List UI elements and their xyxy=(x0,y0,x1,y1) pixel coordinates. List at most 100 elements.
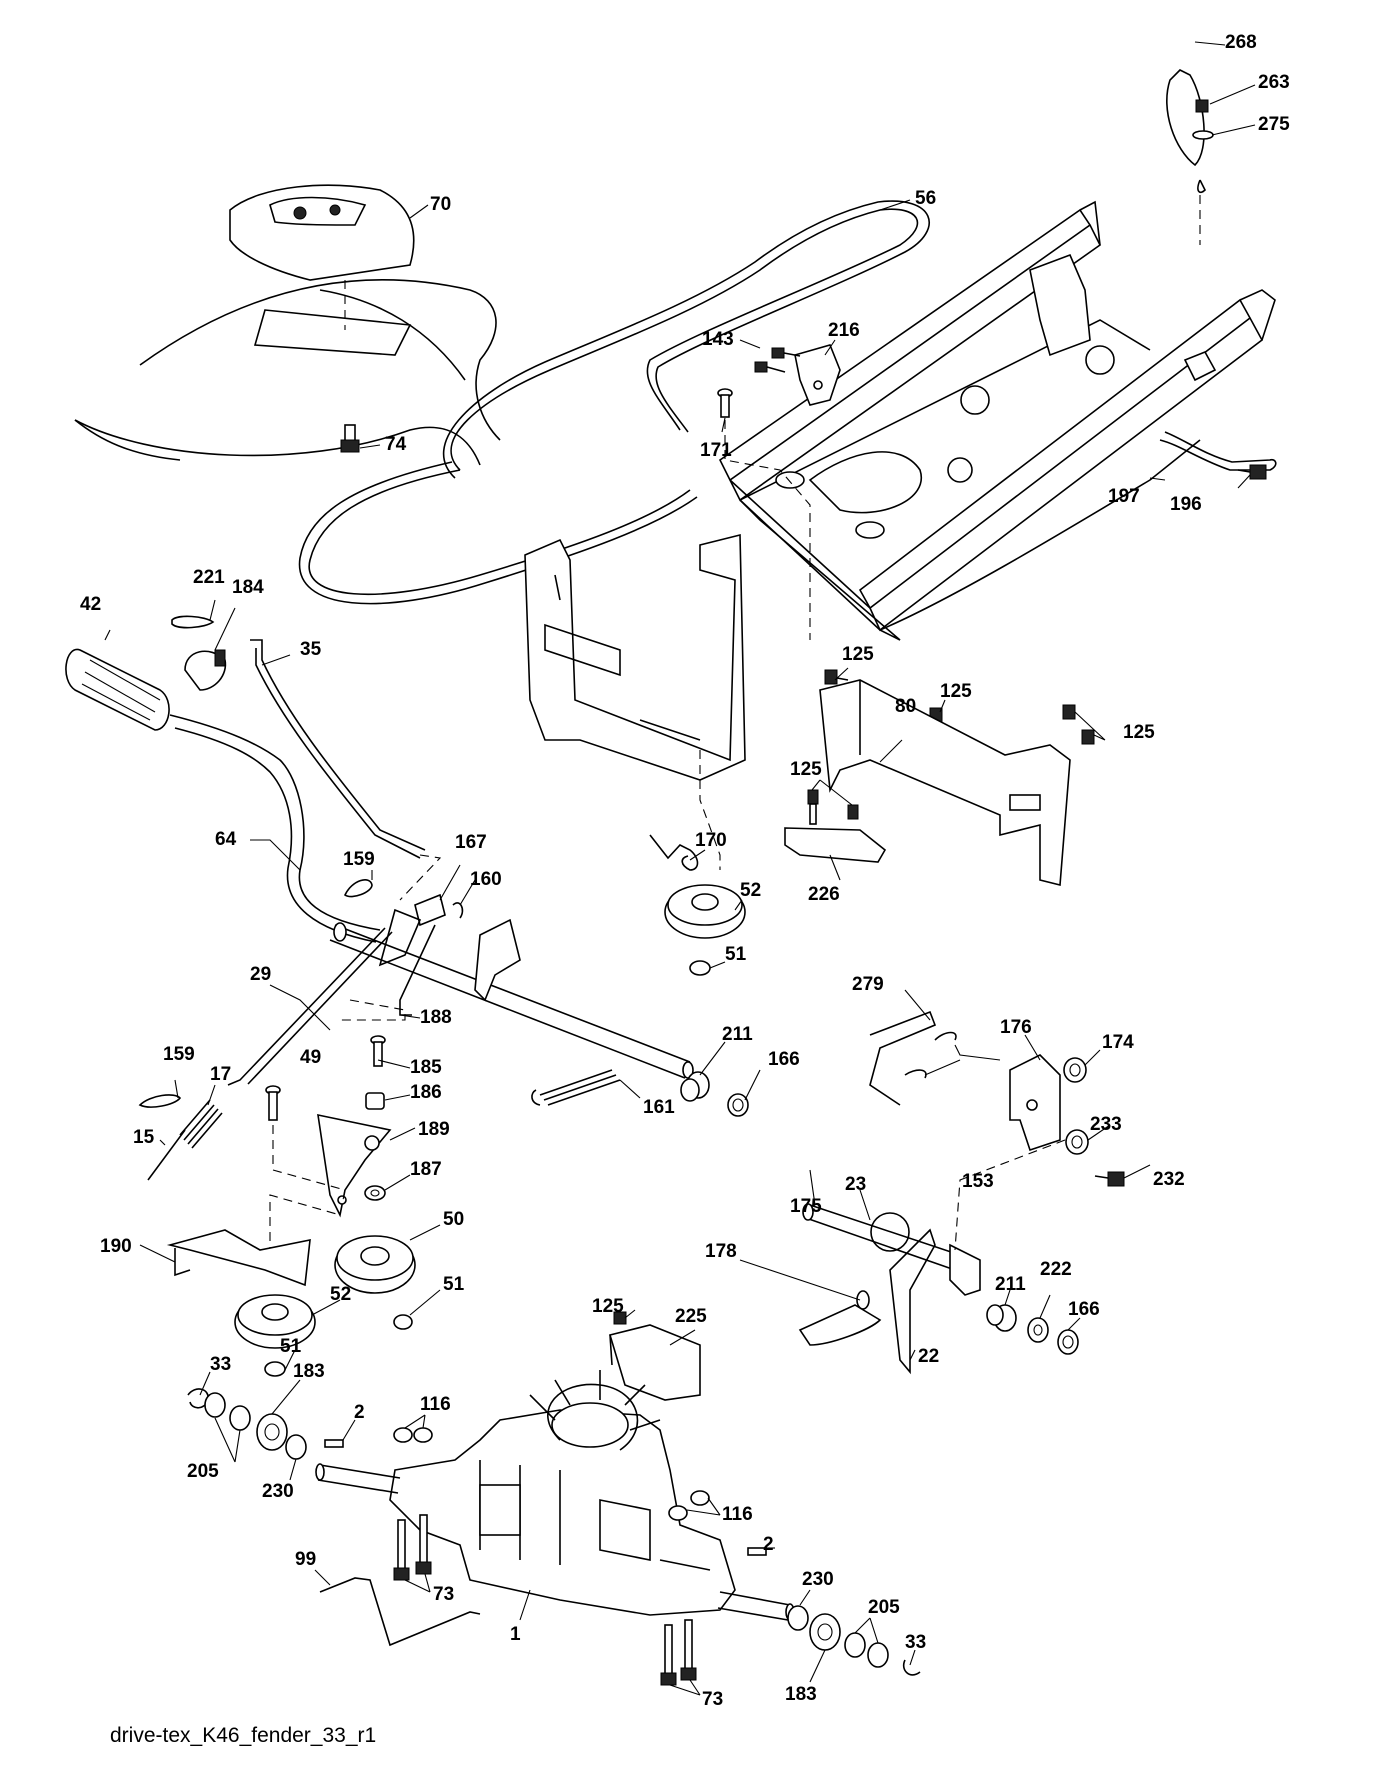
callout-52a: 52 xyxy=(740,880,761,901)
bushing-211a xyxy=(680,1071,710,1102)
pulley-52b xyxy=(234,1294,316,1349)
callout-176: 176 xyxy=(1000,1017,1032,1038)
leader-lines xyxy=(104,41,1256,1696)
callout-196: 196 xyxy=(1170,494,1202,515)
callout-29: 29 xyxy=(250,964,271,985)
callout-222: 222 xyxy=(1040,1259,1072,1280)
callout-17: 17 xyxy=(210,1064,231,1085)
nut-51c xyxy=(264,1361,286,1377)
diagram-caption: drive-tex_K46_fender_33_r1 xyxy=(110,1724,376,1747)
callout-23: 23 xyxy=(845,1174,866,1195)
bolt-196 xyxy=(1237,464,1267,480)
callout-125a: 125 xyxy=(842,644,874,665)
chassis-frame xyxy=(524,200,1276,781)
callout-205a: 205 xyxy=(187,1461,219,1482)
callout-188: 188 xyxy=(420,1007,452,1028)
rod-197 xyxy=(1159,431,1277,471)
callout-153: 153 xyxy=(962,1171,994,1192)
callout-labels: 268 263 275 70 56 143 216 171 74 197 196… xyxy=(80,32,1290,1710)
spring-170 xyxy=(649,834,699,871)
nut-51a xyxy=(689,960,711,976)
callout-170: 170 xyxy=(695,830,727,851)
callout-167: 167 xyxy=(455,832,487,853)
callout-125d: 125 xyxy=(790,759,822,780)
bolts-73a xyxy=(393,1514,432,1581)
bracket-190 xyxy=(166,1229,311,1287)
callout-80: 80 xyxy=(895,696,916,717)
callout-233: 233 xyxy=(1090,1114,1122,1135)
bracket-80 xyxy=(819,679,1071,887)
callout-99: 99 xyxy=(295,1549,316,1570)
link-167 xyxy=(378,893,446,967)
callout-226: 226 xyxy=(808,884,840,905)
spring-161 xyxy=(531,1069,621,1106)
bolts-143 xyxy=(754,347,801,373)
drive-belt xyxy=(298,200,930,605)
callout-166a: 166 xyxy=(768,1049,800,1070)
shift-lever-64 xyxy=(169,714,381,943)
guide-line xyxy=(269,1125,346,1260)
washer-222 xyxy=(1027,1317,1049,1343)
bolt-125e xyxy=(613,1311,627,1325)
callout-189: 189 xyxy=(418,1119,450,1140)
callout-35: 35 xyxy=(300,639,322,660)
nuts-116a xyxy=(393,1427,433,1443)
callout-279: 279 xyxy=(852,974,884,995)
callout-50: 50 xyxy=(443,1209,464,1230)
callout-125e: 125 xyxy=(592,1296,624,1317)
nut-51b xyxy=(393,1314,413,1330)
callout-205b: 205 xyxy=(868,1597,900,1618)
callout-175: 175 xyxy=(790,1196,822,1217)
spacer-186 xyxy=(365,1092,385,1110)
clip-160 xyxy=(452,902,464,919)
guide-line-3 xyxy=(954,1139,1066,1251)
callout-263: 263 xyxy=(1258,72,1290,93)
callout-232: 232 xyxy=(1153,1169,1185,1190)
rod-99 xyxy=(319,1577,481,1647)
callout-2b: 2 xyxy=(763,1534,774,1555)
fender-cover-part xyxy=(229,184,415,281)
callout-51b: 51 xyxy=(443,1274,465,1295)
callout-183a: 183 xyxy=(293,1361,325,1382)
callout-51a: 51 xyxy=(725,944,747,965)
callout-1: 1 xyxy=(510,1624,521,1645)
left-axle xyxy=(315,1463,401,1494)
callout-211b: 211 xyxy=(995,1274,1026,1295)
spring-clip-268 xyxy=(1166,69,1206,245)
rod-279 xyxy=(869,1010,937,1106)
bushing-211b xyxy=(986,1304,1017,1332)
cotter-pin-159b xyxy=(138,1094,182,1108)
cross-shaft xyxy=(329,918,694,1079)
bolt-263 xyxy=(1195,99,1209,113)
cotter-pin-159a xyxy=(343,879,373,898)
pedal-22 xyxy=(798,1228,981,1375)
callout-211a: 211 xyxy=(722,1024,753,1045)
clips-153 xyxy=(904,1031,957,1079)
callout-221: 221 xyxy=(193,567,225,588)
callout-2a: 2 xyxy=(354,1402,365,1423)
left-hub-stack xyxy=(187,1388,307,1460)
bolt-171 xyxy=(717,388,811,640)
callout-171: 171 xyxy=(700,440,732,461)
callout-42: 42 xyxy=(80,594,101,615)
callout-160: 160 xyxy=(470,869,502,890)
transaxle-1 xyxy=(389,1370,736,1616)
pin-221 xyxy=(171,615,215,629)
callout-225: 225 xyxy=(675,1306,707,1327)
washer-275 xyxy=(1192,130,1214,140)
washer-233 xyxy=(1065,1129,1089,1155)
callout-161: 161 xyxy=(643,1097,675,1118)
guide-line-2 xyxy=(699,750,721,870)
callout-49: 49 xyxy=(300,1047,321,1068)
bracket-225 xyxy=(608,1324,701,1401)
knob-184 xyxy=(184,649,227,691)
bolts-125d xyxy=(807,789,859,825)
bolt-185 xyxy=(370,1035,386,1067)
hand-grip-42 xyxy=(65,648,170,731)
callout-166b: 166 xyxy=(1068,1299,1100,1320)
shaft-175 xyxy=(802,1203,961,1271)
fender-part xyxy=(74,279,501,466)
bolt-125a xyxy=(824,669,849,685)
callout-183b: 183 xyxy=(785,1684,817,1705)
